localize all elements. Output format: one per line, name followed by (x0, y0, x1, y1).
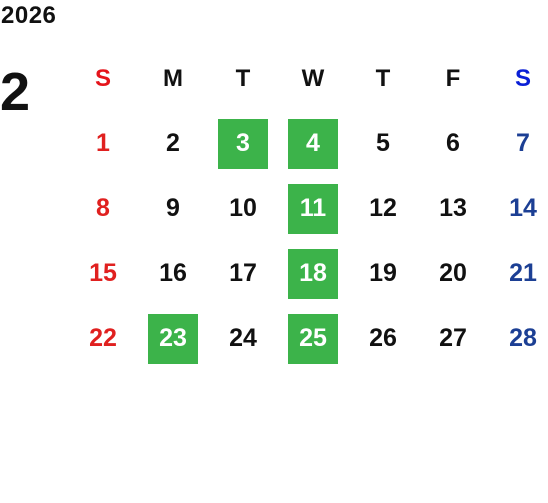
day-cell[interactable]: 13 (418, 176, 488, 241)
calendar-year: 2026 (1, 2, 57, 29)
day-number: 9 (166, 194, 180, 222)
day-number: 12 (369, 194, 397, 222)
day-number: 25 (288, 313, 338, 364)
day-number: 13 (439, 194, 467, 222)
weekday-header-thursday: T (375, 64, 391, 92)
day-cell[interactable]: 18 (278, 241, 348, 306)
day-cell[interactable]: 2 (138, 111, 208, 176)
day-cell[interactable]: 12 (348, 176, 418, 241)
day-number: 22 (89, 324, 117, 352)
day-cell[interactable]: 5 (348, 111, 418, 176)
day-cell[interactable]: 14 (488, 176, 548, 241)
day-number: 16 (159, 259, 187, 287)
day-number: 28 (509, 324, 537, 352)
day-cell[interactable]: 26 (348, 306, 418, 371)
day-cell[interactable]: 3 (208, 111, 278, 176)
weekday-header-monday: M (163, 64, 183, 92)
day-number: 5 (376, 129, 390, 157)
day-number: 8 (96, 194, 110, 222)
weekday-header-tuesday: T (235, 64, 251, 92)
day-cell[interactable]: 8 (68, 176, 138, 241)
day-cell[interactable]: 17 (208, 241, 278, 306)
day-number: 24 (229, 324, 257, 352)
day-cell[interactable]: 9 (138, 176, 208, 241)
calendar-grid: S M T W T F S 1 2 3 4 5 6 7 8 9 10 11 12… (68, 46, 548, 371)
day-cell[interactable]: 6 (418, 111, 488, 176)
day-cell[interactable]: 10 (208, 176, 278, 241)
day-cell[interactable]: 23 (138, 306, 208, 371)
day-number: 26 (369, 324, 397, 352)
day-cell[interactable]: 21 (488, 241, 548, 306)
day-number: 17 (229, 259, 257, 287)
day-cell[interactable]: 25 (278, 306, 348, 371)
day-number: 27 (439, 324, 467, 352)
day-number: 2 (166, 129, 180, 157)
day-number: 14 (509, 194, 537, 222)
day-number: 6 (446, 129, 460, 157)
day-cell[interactable]: 11 (278, 176, 348, 241)
day-cell[interactable]: 28 (488, 306, 548, 371)
day-number: 4 (288, 118, 338, 169)
day-number: 15 (89, 259, 117, 287)
day-cell[interactable]: 22 (68, 306, 138, 371)
day-cell[interactable]: 1 (68, 111, 138, 176)
day-number: 3 (218, 118, 268, 169)
day-number: 10 (229, 194, 257, 222)
day-cell[interactable]: 19 (348, 241, 418, 306)
day-number: 19 (369, 259, 397, 287)
day-cell[interactable]: 24 (208, 306, 278, 371)
weekday-header-friday: F (445, 64, 461, 92)
weekday-header-sunday: S (94, 64, 111, 92)
day-number: 20 (439, 259, 467, 287)
day-cell[interactable]: 27 (418, 306, 488, 371)
day-number: 7 (516, 129, 530, 157)
day-number: 18 (288, 248, 338, 299)
weekday-header-saturday: S (514, 64, 531, 92)
day-cell[interactable]: 4 (278, 111, 348, 176)
day-number: 11 (288, 183, 338, 234)
day-cell[interactable]: 15 (68, 241, 138, 306)
day-cell[interactable]: 7 (488, 111, 548, 176)
day-number: 1 (96, 129, 110, 157)
day-number: 21 (509, 259, 537, 287)
day-cell[interactable]: 20 (418, 241, 488, 306)
calendar-month: 2 (0, 62, 31, 122)
day-number: 23 (148, 313, 198, 364)
day-cell[interactable]: 16 (138, 241, 208, 306)
weekday-header-wednesday: W (301, 64, 325, 92)
